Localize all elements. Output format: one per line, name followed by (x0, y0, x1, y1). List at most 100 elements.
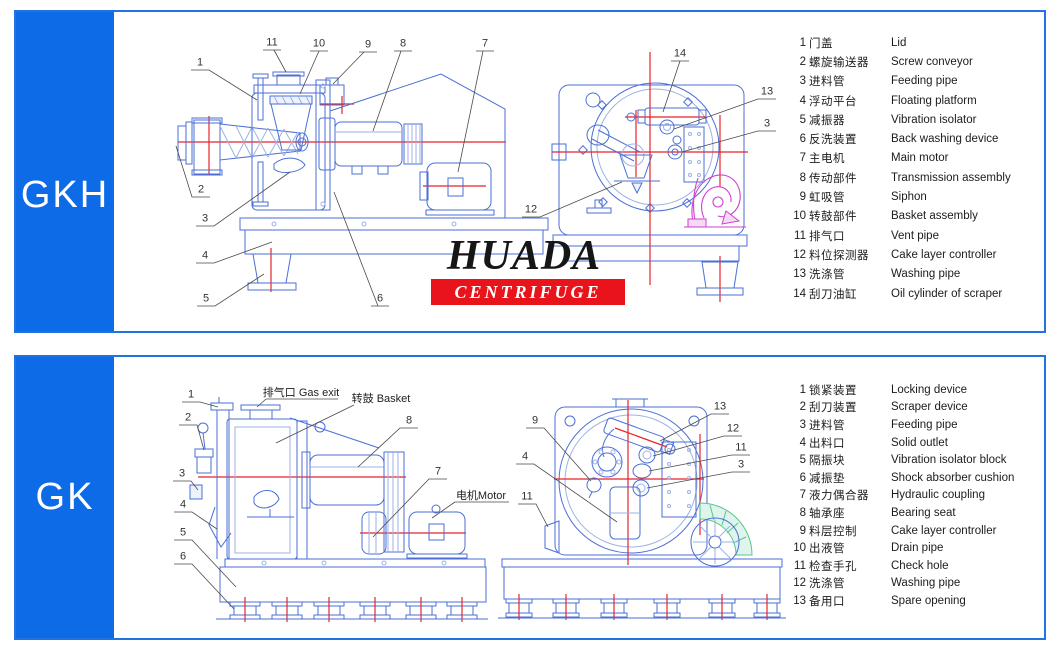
model-name: GK (35, 476, 95, 518)
panel-gkh: GKH (14, 10, 1046, 333)
part-name-en: Shock absorber cushion (891, 471, 1015, 484)
callout-gkh-8: 8 (399, 37, 407, 50)
part-name-cn: 减振器 (809, 114, 845, 127)
part-number: 14 (793, 287, 806, 300)
part-name-en: Oil cylinder of scraper (891, 287, 1003, 300)
part-name-cn: 洗涤管 (809, 578, 845, 591)
brand-tagline: CENTRIFUGE (431, 279, 625, 305)
brand-name: HUADA (446, 233, 602, 279)
callout-gk-7: 7 (434, 465, 442, 478)
part-row: 10 出液管 Drain pipe (788, 539, 1040, 557)
part-name-en: Feeding pipe (891, 75, 958, 88)
part-row: 8 传动部件 Transmission assembly (788, 168, 1040, 187)
part-name-cn: 刮刀装置 (809, 402, 857, 415)
part-name-en: Check hole (891, 559, 949, 572)
part-number: 11 (794, 559, 806, 572)
part-number: 5 (799, 454, 806, 467)
part-number: 11 (794, 229, 806, 242)
part-row: 10 转鼓部件 Basket assembly (788, 207, 1040, 226)
part-name-en: Bearing seat (891, 506, 956, 519)
part-row: 3 进料管 Feeding pipe (788, 72, 1040, 91)
part-name-en: Main motor (891, 152, 949, 165)
gkh-side-view (177, 71, 549, 292)
part-row: 1 门盖 Lid (788, 33, 1040, 52)
callout-gk-2: 2 (184, 411, 192, 424)
part-number: 13 (793, 594, 806, 607)
gk-side-view (189, 397, 488, 622)
part-name-en: Floating platform (891, 94, 977, 107)
callout-gk-3b: 3 (737, 458, 745, 471)
part-number: 9 (799, 191, 806, 204)
part-name-cn: 进料管 (809, 76, 845, 89)
gk-technical-drawing (173, 397, 786, 622)
part-name-en: Hydraulic coupling (891, 489, 985, 502)
part-name-en: Back washing device (891, 133, 999, 146)
part-name-en: Lid (891, 36, 907, 49)
callout-gk-11b: 11 (521, 490, 533, 503)
part-number: 12 (793, 248, 806, 261)
part-name-en: Screw conveyor (891, 55, 973, 68)
callout-gkh-14: 14 (673, 47, 687, 60)
callout-gk-9: 9 (531, 414, 539, 427)
part-row: 9 虹吸管 Siphon (788, 187, 1040, 206)
part-name-en: Cake layer controller (891, 524, 997, 537)
part-name-en: Vent pipe (891, 229, 939, 242)
part-number: 3 (799, 418, 806, 431)
parts-list-gk: 1 锁紧装置 Locking device 2 刮刀装置 Scraper dev… (788, 381, 1040, 610)
part-name-en: Siphon (891, 191, 927, 204)
part-name-en: Scraper device (891, 401, 968, 414)
callout-gk-11: 11 (735, 441, 747, 454)
part-row: 4 出料口 Solid outlet (788, 434, 1040, 452)
model-name: GKH (20, 174, 110, 216)
part-name-en: Spare opening (891, 594, 966, 607)
part-row: 11 排气口 Vent pipe (788, 226, 1040, 245)
part-number: 12 (793, 577, 806, 590)
part-name-cn: 反洗装置 (809, 134, 857, 147)
part-name-cn: 刮刀油缸 (809, 288, 857, 301)
model-label-gk: GK (16, 357, 114, 638)
part-name-cn: 排气口 (809, 230, 845, 243)
callout-gkh-6: 6 (376, 292, 384, 305)
part-row: 6 减振垫 Shock absorber cushion (788, 469, 1040, 487)
part-name-cn: 主电机 (809, 153, 845, 166)
callout-gk-5: 5 (179, 526, 187, 539)
part-row: 7 液力偶合器 Hydraulic coupling (788, 487, 1040, 505)
panel-gkh-content: 1 2 3 4 5 6 7 8 9 10 11 14 13 3 12 HUADA… (114, 12, 1044, 331)
gkh-technical-drawing (175, 49, 776, 307)
part-row: 8 轴承座 Bearing seat (788, 504, 1040, 522)
part-row: 11 检查手孔 Check hole (788, 557, 1040, 575)
annotation-gas-exit: 排气口 Gas exit (262, 387, 340, 399)
callout-gkh-12: 12 (524, 203, 538, 216)
callout-gkh-4: 4 (201, 249, 209, 262)
callout-gkh-2: 2 (197, 183, 205, 196)
callout-gkh-3: 3 (201, 212, 209, 225)
parts-list-gkh: 1 门盖 Lid 2 螺旋输送器 Screw conveyor 3 进料管 Fe… (788, 33, 1040, 303)
part-name-en: Transmission assembly (891, 171, 1011, 184)
part-name-cn: 轴承座 (809, 507, 845, 520)
part-number: 10 (793, 210, 806, 223)
part-row: 2 刮刀装置 Scraper device (788, 399, 1040, 417)
part-number: 8 (799, 506, 806, 519)
part-name-cn: 转鼓部件 (809, 211, 857, 224)
part-name-cn: 出料口 (809, 437, 845, 450)
part-name-en: Cake layer controller (891, 248, 997, 261)
panel-gk: GK (14, 355, 1046, 640)
part-row: 4 浮动平台 Floating platform (788, 91, 1040, 110)
part-row: 12 料位探测器 Cake layer controller (788, 245, 1040, 264)
part-name-cn: 检查手孔 (809, 560, 857, 573)
part-name-cn: 备用口 (809, 595, 845, 608)
annotation-basket: 转鼓 Basket (351, 393, 411, 405)
part-name-cn: 门盖 (809, 37, 833, 50)
part-number: 3 (799, 75, 806, 88)
part-name-en: Vibration isolator (891, 113, 977, 126)
callout-gk-6: 6 (179, 550, 187, 563)
part-name-cn: 锁紧装置 (809, 384, 857, 397)
part-number: 8 (799, 171, 806, 184)
part-name-en: Feeding pipe (891, 418, 958, 431)
part-name-en: Locking device (891, 383, 968, 396)
gkh-end-view (551, 52, 748, 302)
part-row: 7 主电机 Main motor (788, 149, 1040, 168)
part-name-cn: 隔振块 (809, 455, 845, 468)
part-number: 4 (799, 436, 806, 449)
model-label-gkh: GKH (16, 12, 114, 331)
